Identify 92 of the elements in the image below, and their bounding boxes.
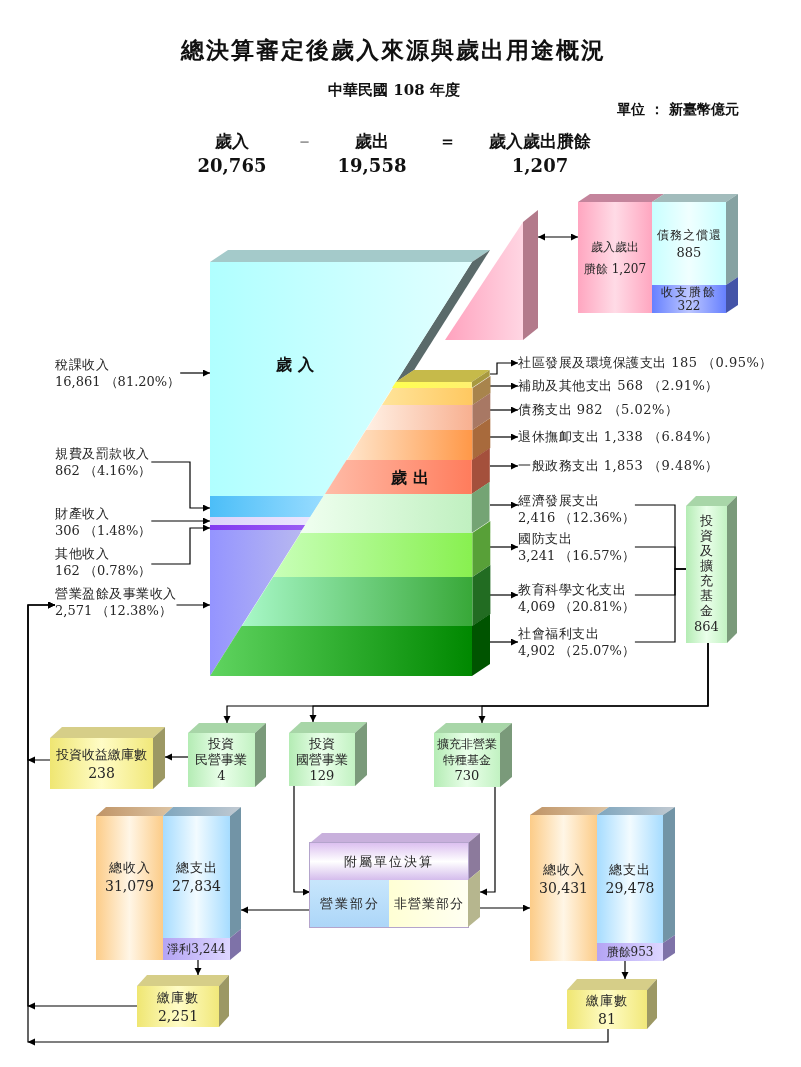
unit-note: 單位 ： 新臺幣億元 — [617, 101, 739, 118]
equation-value: 20,765 — [197, 155, 267, 177]
equation-term: 歲入歲出賸餘 — [489, 131, 591, 151]
category-label: 財產收入 — [55, 505, 110, 522]
amount-cell: 淨利3,244 — [163, 938, 230, 960]
category-label: 經濟發展支出 — [518, 492, 600, 509]
category-label: 營業部分 — [319, 894, 380, 913]
arrow — [175, 601, 211, 609]
block-label: 歲 入 — [276, 355, 314, 375]
arrow — [164, 753, 189, 761]
category-label: 規費及罰款收入 — [55, 445, 151, 462]
amount-value: 4 — [217, 768, 226, 784]
arrow — [240, 906, 311, 914]
amount-value: 864 — [694, 618, 719, 636]
amount-value: 2,571 （12.38%） — [55, 602, 173, 619]
arrow — [621, 960, 629, 980]
arrow — [489, 591, 519, 599]
heading: 附屬單位決算 — [344, 852, 434, 871]
arrow — [293, 785, 311, 896]
amount-value: 862 （4.16%） — [55, 462, 152, 479]
connector-line — [634, 568, 687, 643]
amount-value: 730 — [454, 768, 480, 784]
amount-value: 2,251 — [157, 1006, 199, 1025]
arrow — [479, 904, 531, 912]
amount-value: 3,241 （16.57%） — [518, 547, 635, 564]
item-label: 補助及其他支出 568 （2.91%） — [518, 378, 719, 394]
arrow — [478, 642, 709, 724]
category-label: 稅課收入 — [55, 356, 110, 373]
arrow — [489, 359, 519, 375]
amount-value: 30,431 — [539, 879, 588, 897]
item-label: 一般政務支出 1,853 （9.48%） — [518, 458, 719, 474]
amount-value: 81 — [598, 1009, 616, 1028]
amount-value: 306 （1.48%） — [55, 522, 152, 539]
amount-value: 31,079 — [105, 877, 154, 895]
category-label: 債務之償還 — [656, 226, 722, 244]
equation-value: 1,207 — [511, 155, 569, 177]
arrow — [489, 462, 519, 470]
amount-cell: 賸餘953 — [597, 943, 663, 961]
equation-term: 歲入 — [215, 131, 249, 151]
item-label: 債務支出 982 （5.02%） — [518, 402, 679, 418]
amount-value: 27,834 — [172, 877, 221, 895]
category-label: 社會福利支出 — [518, 625, 600, 642]
category-label: 總支出 — [175, 859, 218, 877]
amount-value: 162 （0.78%） — [55, 562, 152, 579]
equation-value: 19,558 — [337, 155, 407, 177]
arrow — [489, 433, 519, 441]
category-label: 擴充非營業特種基金 — [436, 736, 498, 768]
amount-value: 322 — [677, 299, 701, 313]
arrow — [150, 461, 211, 512]
amount-value: 238 — [88, 763, 115, 782]
arrow — [479, 786, 496, 896]
category-label: 總支出 — [609, 861, 651, 879]
category-label: 營業盈餘及事業收入 — [55, 585, 177, 602]
category-label: 投資收益繳庫數 — [56, 745, 147, 764]
equation-sign: － — [295, 131, 313, 151]
arrow — [150, 524, 211, 565]
category-label: 總收入 — [542, 861, 585, 879]
amount-value: 4,902 （25.07%） — [518, 642, 635, 659]
amount-value: 2,416 （12.36%） — [518, 509, 635, 526]
title: 總決算審定後歲入來源與歲出用途概況 — [180, 36, 606, 64]
category-label: 收支賸餘 — [661, 285, 717, 299]
category-label: 總收入 — [108, 859, 151, 877]
subtitle: 中華民國 108 年度 — [328, 81, 460, 99]
amount-value: 29,478 — [605, 879, 655, 897]
amount-value: 885 — [676, 243, 702, 262]
category-label: 投資國營事業 — [295, 735, 349, 768]
category-label: 繳庫數 — [586, 991, 628, 1010]
arrow — [489, 406, 519, 414]
amount-value: 129 — [309, 767, 335, 784]
arrow — [489, 501, 519, 509]
equation-sign: ＝ — [438, 131, 456, 151]
item-label: 退休撫卹支出 1,338 （6.84%） — [518, 429, 719, 445]
category-label: 教育科學文化支出 — [518, 581, 627, 598]
amount-label: 歲入歲出賸餘 1,207 — [582, 238, 648, 278]
category-label: 其他收入 — [55, 545, 110, 562]
arrow — [179, 369, 211, 377]
category-label: 國防支出 — [518, 530, 573, 547]
arrow — [489, 543, 519, 551]
category-label: 投資民營事業 — [194, 736, 249, 768]
arrow — [489, 382, 519, 390]
arrow — [489, 638, 519, 646]
equation-term: 歲出 — [355, 131, 389, 151]
amount-value: 16,861 （81.20%） — [55, 373, 181, 390]
category-label: 投資及擴充基金 — [699, 513, 714, 618]
amount-value: 4,069 （20.81%） — [518, 598, 635, 615]
category-label: 非營業部分 — [393, 894, 464, 913]
arrow — [194, 959, 202, 976]
category-label: 繳庫數 — [157, 988, 199, 1007]
block-label: 歲 出 — [391, 468, 429, 488]
arrow — [537, 233, 579, 241]
arrow — [150, 517, 211, 525]
item-label: 社區發展及環境保護支出 185 （0.95%） — [518, 355, 773, 371]
